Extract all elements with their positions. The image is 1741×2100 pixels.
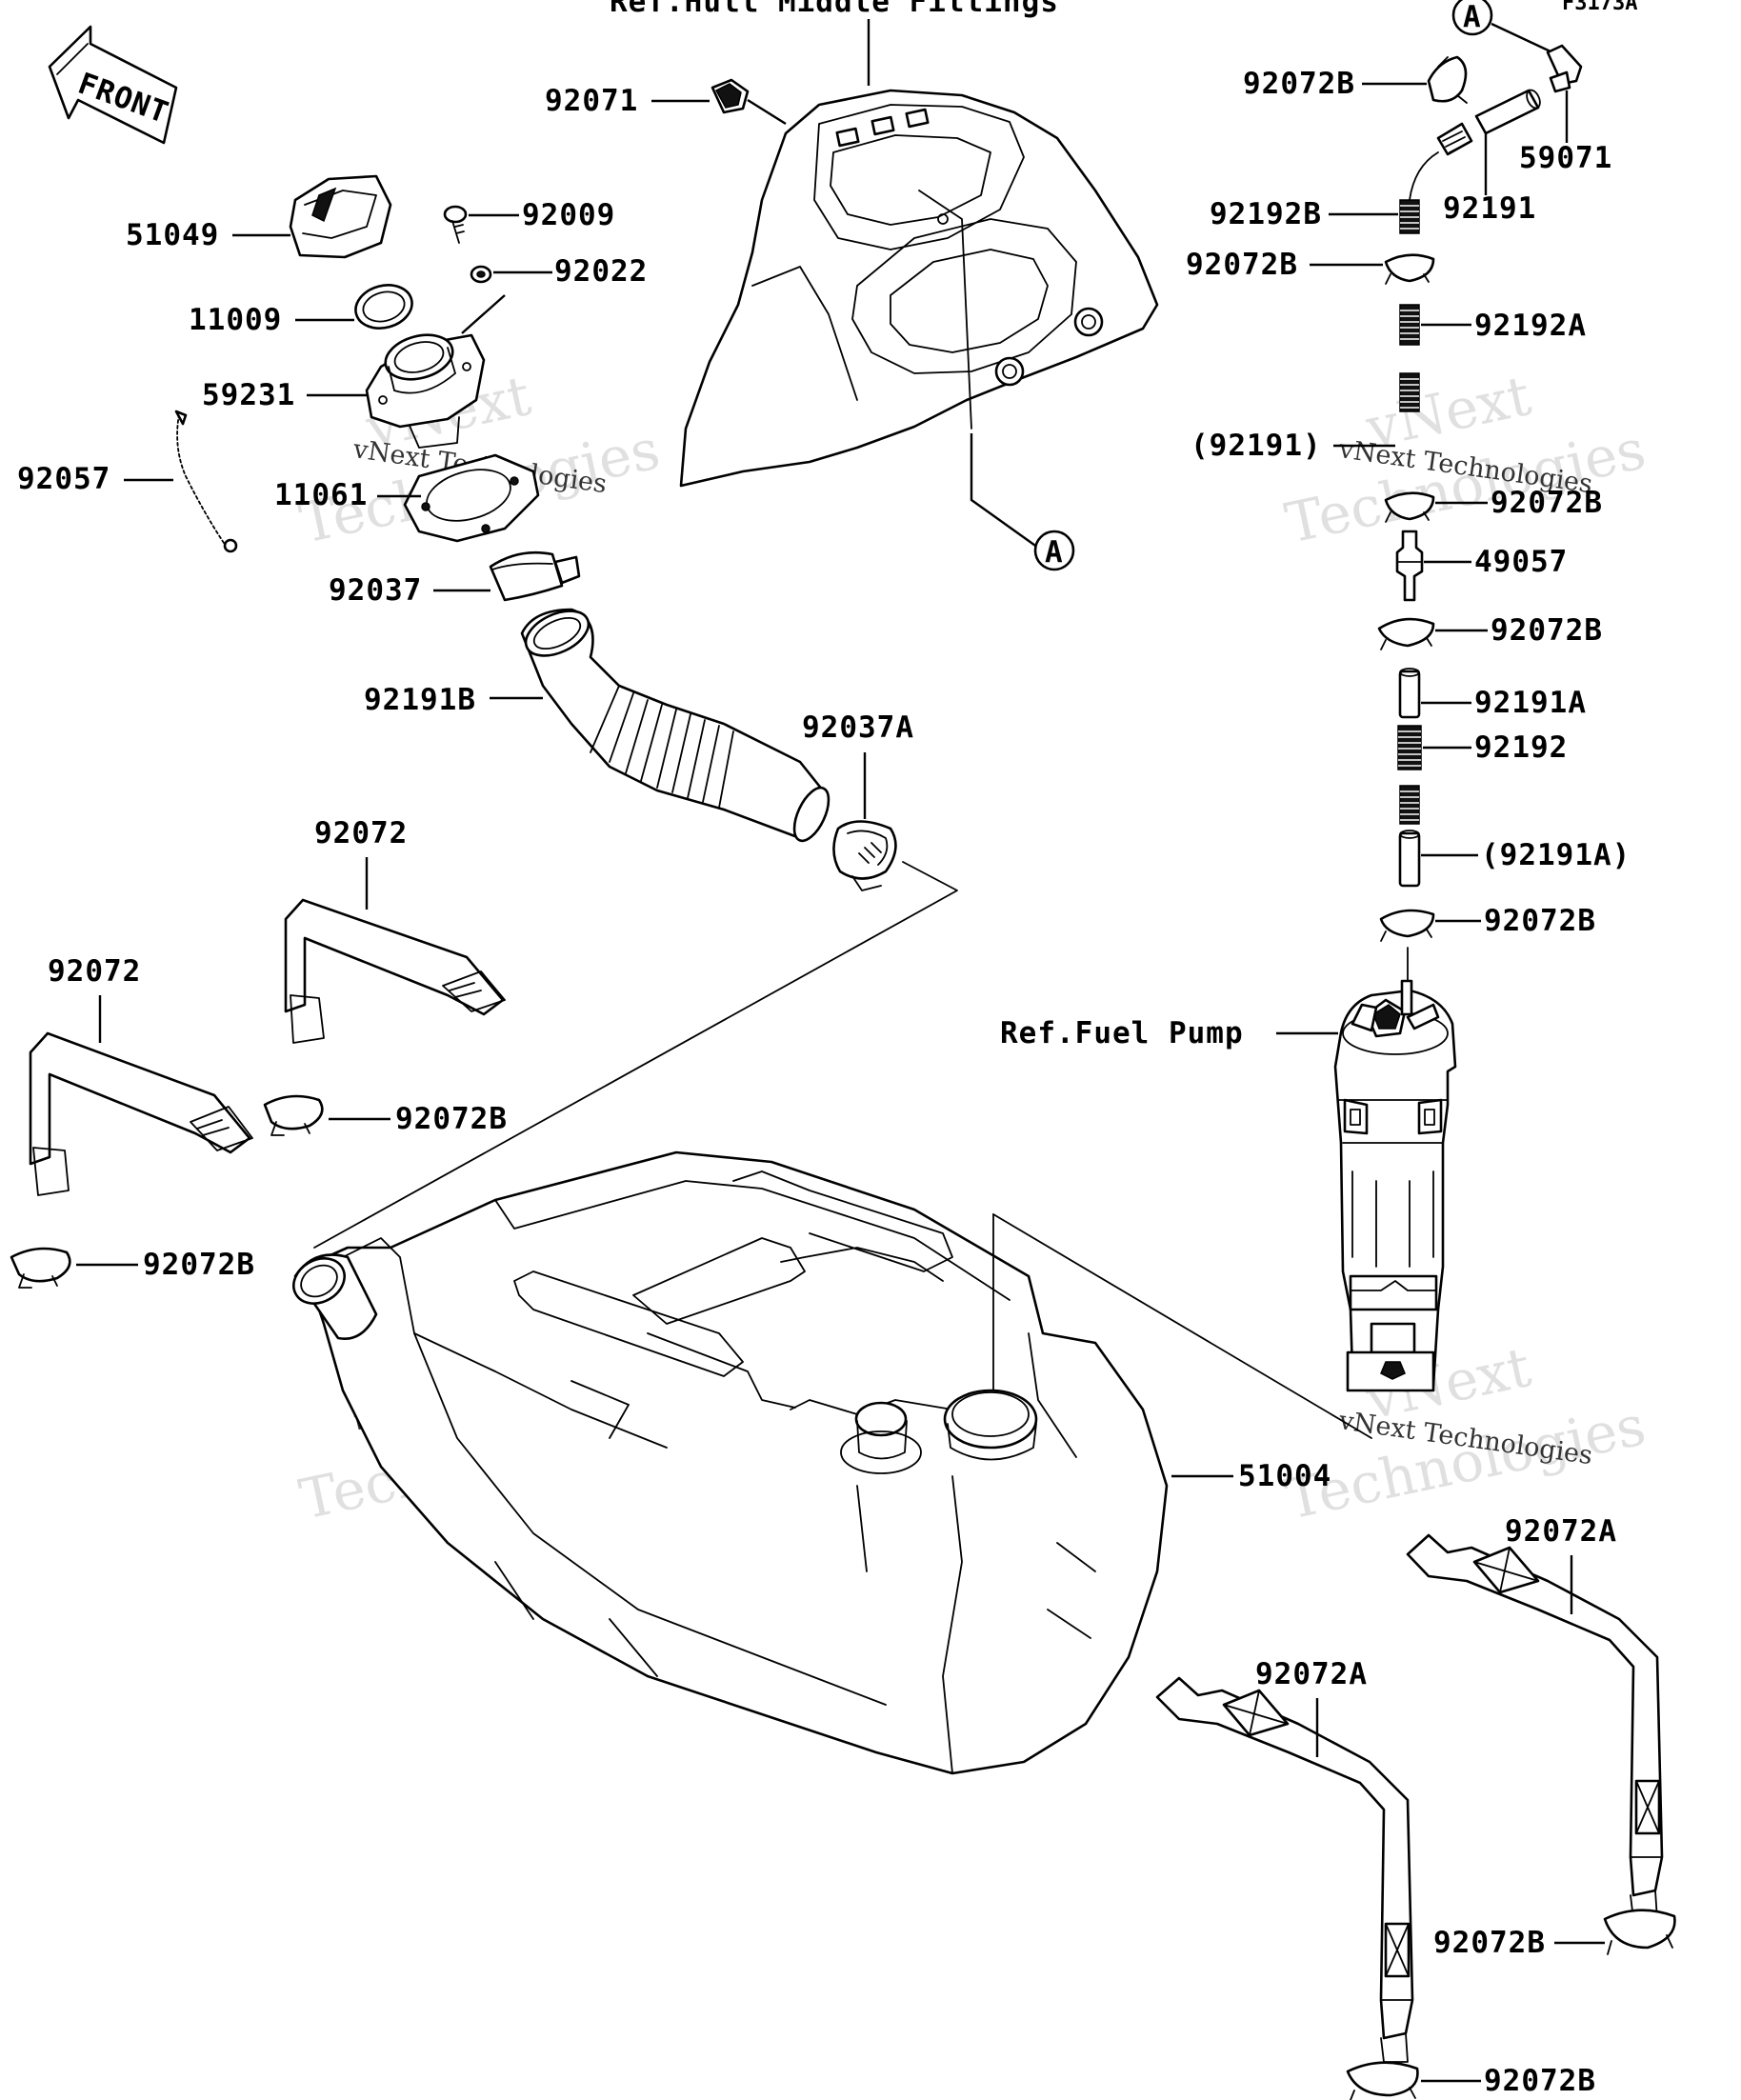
- label-51004: 51004: [1238, 1459, 1331, 1493]
- label-92072B-r2: 92072B: [1491, 486, 1603, 520]
- part-92072B-clip-r4: [1379, 909, 1435, 942]
- label-59231: 59231: [202, 378, 295, 412]
- part-92071-fitting: [710, 78, 750, 114]
- label-92072A-right: 92072A: [1505, 1514, 1617, 1549]
- hose-connection-line: [313, 861, 958, 1249]
- label-92191: 92191: [1443, 191, 1536, 226]
- part-92192A-spring: [1399, 304, 1420, 346]
- hull-inner-line: [918, 190, 972, 430]
- part-51049-cap: [289, 174, 392, 259]
- front-direction-arrow: FRONT: [48, 25, 178, 145]
- part-92192B-spring-hose: [1399, 122, 1473, 234]
- label-92072-lower: 92072: [48, 954, 141, 989]
- label-59071: 59071: [1519, 141, 1612, 175]
- label-92072B-br1: 92072B: [1433, 1926, 1546, 1960]
- watermark-top-right: vNext Technologies vNext Technologies: [1280, 363, 1651, 556]
- fuel-pump-assembly: [1333, 979, 1457, 1392]
- label-11061: 11061: [274, 478, 368, 512]
- label-92191A-paren: (92191A): [1481, 838, 1631, 872]
- label-92072B-r3: 92072B: [1491, 613, 1603, 648]
- part-92072B-clip-r1: [1384, 253, 1435, 285]
- label-92072B-left-1: 92072B: [395, 1102, 508, 1136]
- label-92057: 92057: [17, 462, 110, 496]
- part-59231-filler-neck: [365, 333, 486, 449]
- label-92072-upper: 92072: [314, 816, 408, 850]
- label-92192A: 92192A: [1474, 309, 1587, 343]
- part-92072-strap-lower: [29, 1031, 253, 1196]
- part-92072B-clip-left-1: [263, 1094, 324, 1136]
- part-92009-screw: [443, 205, 468, 244]
- pump-connection-line: [992, 1213, 1372, 1439]
- hull-middle-fittings-console: [679, 89, 1159, 488]
- label-92072B-r1: 92072B: [1186, 248, 1298, 282]
- part-92072B-clip-r2: [1384, 491, 1435, 523]
- label-92071: 92071: [545, 84, 638, 118]
- part-92191A-tube-2: [1398, 830, 1421, 888]
- part-49057-check-valve: [1395, 530, 1424, 602]
- label-92037A: 92037A: [802, 710, 914, 745]
- part-92072B-clip-br1: [1603, 1909, 1676, 1955]
- ref-fuel-pump: Ref.Fuel Pump: [1000, 1016, 1244, 1050]
- part-92191B-filler-hose: [520, 608, 830, 843]
- part-92072B-clip-left-2: [10, 1247, 71, 1289]
- label-92192: 92192: [1474, 730, 1568, 765]
- part-11061-gasket: [403, 453, 540, 543]
- label-92072B-top: 92072B: [1243, 67, 1355, 101]
- part-92192A-spring-2: [1399, 372, 1420, 412]
- label-92072B-br2: 92072B: [1484, 2064, 1596, 2098]
- label-92072B-r4: 92072B: [1484, 904, 1596, 938]
- part-92191A-tube: [1398, 668, 1421, 719]
- label-92009: 92009: [522, 198, 615, 232]
- label-92072A-mid: 92072A: [1255, 1657, 1368, 1691]
- part-92192-spring: [1397, 725, 1422, 770]
- label-92191A: 92191A: [1474, 686, 1587, 720]
- part-92037A-hose-clamp: [832, 820, 897, 891]
- part-11009-o-ring: [354, 284, 413, 330]
- part-92072A-strap-mid: [1155, 1676, 1414, 2063]
- label-49057: 49057: [1474, 545, 1568, 579]
- part-92072A-strap-right: [1406, 1533, 1664, 1920]
- part-51004-fuel-tank: [292, 1150, 1169, 1775]
- part-92037-hose-clamp: [489, 550, 581, 602]
- label-92191B: 92191B: [364, 683, 476, 717]
- label-92072B-left-2: 92072B: [143, 1248, 255, 1282]
- label-92191-paren: (92191): [1191, 429, 1322, 463]
- label-11009: 11009: [189, 303, 282, 337]
- label-92037: 92037: [329, 573, 422, 608]
- callout-a-hull-letter: A: [1045, 535, 1064, 570]
- label-92192B: 92192B: [1210, 197, 1322, 231]
- part-92057-tether-cord: [174, 410, 238, 553]
- callout-a-hull: [1033, 530, 1075, 571]
- part-92072B-clip-r3: [1377, 617, 1435, 650]
- part-92072B-clip-top: [1427, 55, 1468, 104]
- callout-a-top-letter: A: [1463, 0, 1482, 34]
- part-59071-vent-elbow: [1546, 44, 1583, 93]
- figure-code: F3173A: [1562, 0, 1637, 15]
- part-92072B-clip-br2: [1346, 2061, 1419, 2100]
- label-92022: 92022: [554, 254, 648, 289]
- callout-a-leader-hull: [970, 433, 1039, 549]
- part-92192-spring-2: [1399, 785, 1420, 825]
- part-92191-tube: [1474, 89, 1541, 135]
- part-92072-strap-upper: [284, 898, 506, 1044]
- svg-text:Technologies: Technologies: [1280, 1392, 1651, 1531]
- watermark-bottom-right: vNext Technologies vNext Technologies: [1280, 1334, 1651, 1532]
- label-51049: 51049: [126, 218, 219, 252]
- part-92022-washer: [470, 265, 492, 284]
- ref-hull-middle-fittings: Ref.Hull Middle Fittings: [610, 0, 1059, 19]
- callout-a-top: [1451, 0, 1493, 36]
